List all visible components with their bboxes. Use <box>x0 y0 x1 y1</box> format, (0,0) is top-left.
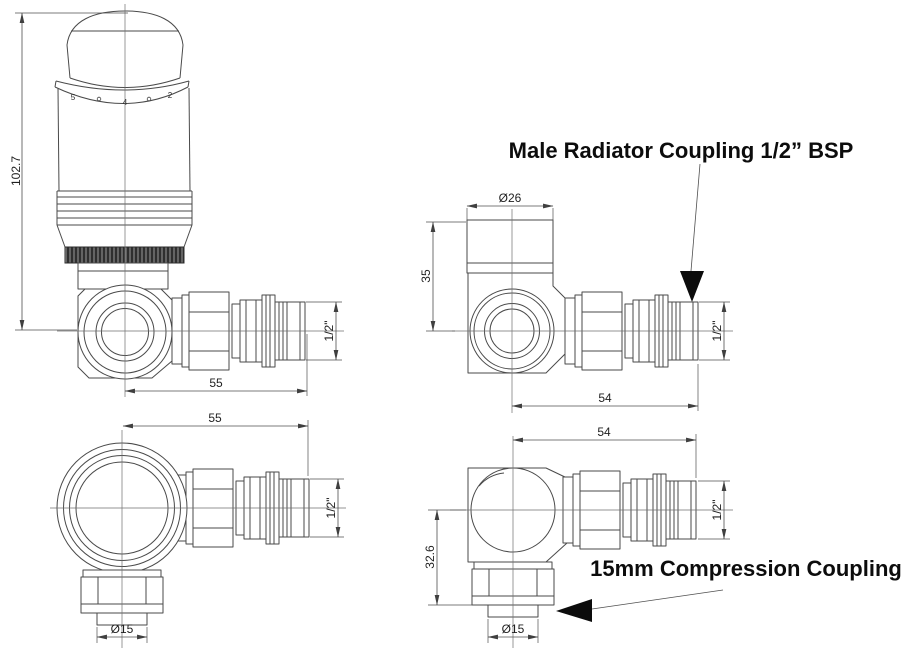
dim-label-cap-height: 35 <box>419 269 433 283</box>
view-front-valve-with-trv-head: 5 4 2 102.7 55 <box>9 4 344 397</box>
leader-arrow-icon <box>680 271 704 302</box>
dim-radiator-tail: 1/2" <box>698 480 730 540</box>
dim-radiator-tail: 1/2" <box>310 478 344 538</box>
dim-label-pipe-diameter: Ø15 <box>111 622 134 636</box>
callout-male-radiator-coupling: Male Radiator Coupling 1/2” BSP <box>509 138 854 302</box>
leader-arrow-icon <box>556 599 592 622</box>
dim-centre-to-pipe-end: 32.6 <box>423 509 484 606</box>
view-side-valve-capped: Ø26 35 54 1/2" <box>419 191 733 413</box>
dial-number: 5 <box>71 93 76 102</box>
dim-centre-to-end: 55 <box>122 411 309 476</box>
dim-centre-to-end: 54 <box>512 425 697 478</box>
dim-centre-to-end: 54 <box>511 364 699 411</box>
valve-cap <box>466 219 554 274</box>
dim-label-centre-to-end: 55 <box>209 376 223 390</box>
dim-label-centre-to-end: 54 <box>597 425 611 439</box>
callout-compression-coupling: 15mm Compression Coupling <box>556 556 902 622</box>
dim-label-radiator-tail: 1/2" <box>710 500 724 521</box>
dial-number: 2 <box>168 91 173 100</box>
leader-line <box>591 589 724 610</box>
dim-label-cap-diameter: Ø26 <box>499 191 522 205</box>
leader-line <box>690 163 701 272</box>
knurled-ring <box>64 246 185 264</box>
dim-label-centre-to-end: 54 <box>598 391 612 405</box>
callout-male-radiator-coupling-label: Male Radiator Coupling 1/2” BSP <box>509 138 854 163</box>
view-top-valve: 55 1/2" Ø15 <box>50 411 346 648</box>
dim-label-radiator-tail: 1/2" <box>710 321 724 342</box>
dial-dot <box>146 96 152 102</box>
callout-compression-coupling-label: 15mm Compression Coupling <box>590 556 902 581</box>
trv-head: 5 4 2 <box>54 10 193 264</box>
dim-cap-height: 35 <box>419 221 466 332</box>
dim-label-radiator-tail: 1/2" <box>324 498 338 519</box>
dim-label-radiator-tail: 1/2" <box>322 321 336 342</box>
dim-pipe-diameter: Ø15 <box>487 619 539 643</box>
dial-dot <box>96 96 102 102</box>
dim-label-centre-to-end: 55 <box>208 411 222 425</box>
head-ribs <box>56 190 193 248</box>
dim-cap-diameter: Ø26 <box>466 191 554 221</box>
dim-overall-height: 102.7 <box>9 12 128 331</box>
dim-label-overall-height: 102.7 <box>9 156 23 186</box>
dim-centre-to-end: 55 <box>124 334 308 396</box>
dim-pipe-diameter: Ø15 <box>96 622 148 643</box>
view-side-valve-plain: 54 32.6 1/2" Ø15 <box>423 425 733 648</box>
dim-radiator-tail: 1/2" <box>306 301 342 361</box>
dim-label-centre-to-pipe-end: 32.6 <box>423 545 437 569</box>
dim-radiator-tail: 1/2" <box>699 301 730 361</box>
dim-label-pipe-diameter: Ø15 <box>502 622 525 636</box>
